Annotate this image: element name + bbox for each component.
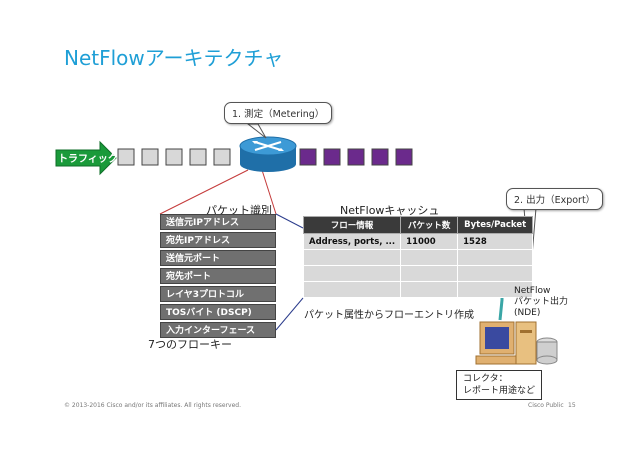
cache-row: Address, ports, ... 11000 1528 [302, 233, 534, 250]
metering-callout-pointer [246, 123, 267, 139]
packet-processed [395, 148, 413, 166]
flow-key-field: 宛先IPアドレス [160, 232, 276, 248]
cache-link-bottom [275, 297, 304, 331]
cache-cell [400, 249, 459, 266]
collector-label: コレクタ： レポート用途など [456, 370, 543, 400]
cache-cell [400, 265, 459, 282]
slide-title: NetFlowアーキテクチャ [64, 46, 284, 70]
copyright-footer: © 2013-2016 Cisco and/or its affiliates.… [64, 402, 242, 409]
nde-label: NetFlow パケット出力 (NDE) [514, 286, 569, 318]
flow-key-field: 入力インターフェース [160, 322, 276, 338]
packet-unprocessed [165, 148, 183, 166]
traffic-label: トラフィック [58, 154, 118, 165]
cache-cell [400, 281, 459, 298]
packet-unprocessed [117, 148, 135, 166]
cache-header-row: フロー情報 パケット数 Bytes/Packet [302, 216, 534, 234]
collector-computer-icon [475, 321, 558, 365]
traffic-arrow [55, 140, 117, 176]
router-icon [239, 136, 297, 172]
packet-id-line-left [159, 169, 249, 215]
netflow-cache-table: フロー情報 パケット数 Bytes/Packet Address, ports,… [302, 216, 534, 298]
packet-unprocessed [189, 148, 207, 166]
cache-label: NetFlowキャッシュ [340, 204, 440, 217]
packet-id-line-right [261, 169, 277, 215]
flow-key-field: レイヤ3プロトコル [160, 286, 276, 302]
packet-unprocessed [141, 148, 159, 166]
page-number: 15 [568, 402, 576, 409]
flow-key-field: 送信元IPアドレス [160, 214, 276, 230]
flow-key-field: 宛先ポート [160, 268, 276, 284]
packet-processed [371, 148, 389, 166]
seven-keys-label: 7つのフローキー [148, 338, 232, 351]
flow-key-fields: 送信元IPアドレス 宛先IPアドレス 送信元ポート 宛先ポート レイヤ3プロトコ… [160, 214, 276, 340]
flow-key-field: TOSバイト (DSCP) [160, 304, 276, 320]
cache-header: パケット数 [400, 216, 459, 234]
cache-link-top [275, 213, 304, 229]
cache-cell: Address, ports, ... [302, 233, 402, 250]
flow-entry-label: パケット属性からフローエントリ作成 [304, 310, 474, 321]
cache-cell [457, 265, 534, 282]
cache-cell: 1528 [457, 233, 534, 250]
export-callout: 2. 出力（Export） [506, 188, 604, 210]
cache-cell [457, 249, 534, 266]
packet-processed [347, 148, 365, 166]
cache-header: フロー情報 [302, 216, 402, 234]
cache-header: Bytes/Packet [457, 216, 534, 234]
footer-classification: Cisco Public [528, 402, 564, 409]
cache-cell [302, 249, 402, 266]
cache-cell: 11000 [400, 233, 459, 250]
cache-row [302, 281, 534, 298]
cache-row [302, 265, 534, 282]
packet-processed [323, 148, 341, 166]
cache-row [302, 249, 534, 266]
packet-stream [117, 148, 413, 166]
metering-callout: 1. 測定（Metering） [224, 102, 333, 124]
cache-cell [457, 281, 534, 298]
cache-cell [302, 281, 402, 298]
flow-key-field: 送信元ポート [160, 250, 276, 266]
cache-cell [302, 265, 402, 282]
packet-id-label: パケット識別 [206, 204, 272, 217]
packet-unprocessed [213, 148, 231, 166]
packet-processed [299, 148, 317, 166]
